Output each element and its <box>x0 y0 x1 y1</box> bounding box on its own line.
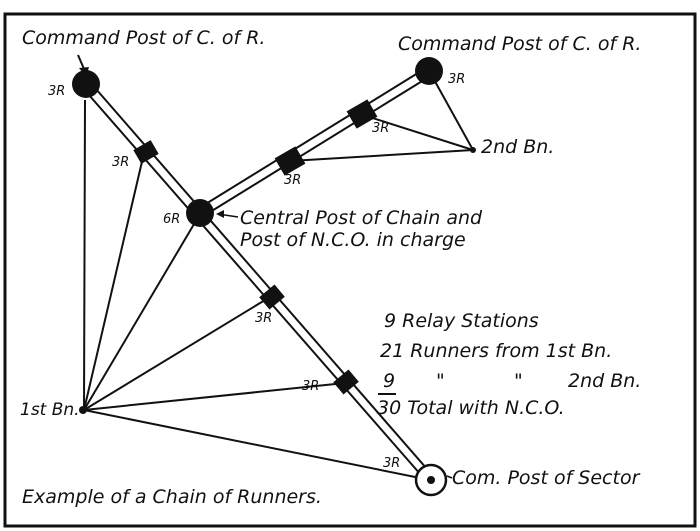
runner-mark-diag-1: 3R <box>255 311 272 326</box>
pointer-arrows <box>216 210 453 479</box>
central-post-label-line1: Central Post of Chain and <box>240 207 483 229</box>
summary-line-4: 30 Total with N.C.O. <box>377 397 565 419</box>
second-bn-label: 2nd Bn. <box>481 136 554 158</box>
com-post-sector-label: Com. Post of Sector <box>452 467 641 489</box>
first-bn-label: 1st Bn. <box>20 400 80 420</box>
runner-mark-cmd1: 3R <box>48 84 65 99</box>
summary-tally: 9 Relay Stations 21 Runners from 1st Bn.… <box>377 310 641 419</box>
runner-mark-right-2: 3R <box>284 173 301 188</box>
summary-line-2: 21 Runners from 1st Bn. <box>380 340 612 362</box>
summary-line-3-tail: 2nd Bn. <box>568 370 641 392</box>
command-post-1-node <box>72 70 100 98</box>
runner-mark-upper-left: 3R <box>112 155 129 170</box>
cmd-post-2-label: Command Post of C. of R. <box>398 33 641 55</box>
relay-station-diag-2 <box>333 369 359 395</box>
summary-line-3-number: 9 <box>383 370 395 392</box>
central-post-node <box>186 199 214 227</box>
command-post-2-node <box>415 57 443 85</box>
relay-station-upper-left <box>133 140 159 164</box>
summary-line-3-ditto-1: " <box>436 370 445 392</box>
diagram-caption: Example of a Chain of Runners. <box>22 486 322 508</box>
diagram-frame <box>3 12 697 528</box>
relay-station-right-lower <box>274 146 306 176</box>
runner-mark-cmd2: 3R <box>448 72 465 87</box>
thin-connection-lines <box>83 75 474 481</box>
second-bn-node <box>470 147 476 153</box>
runner-mark-diag-2: 3R <box>302 379 319 394</box>
runner-mark-right-1: 3R <box>372 121 389 136</box>
relay-station-diag-1 <box>259 284 285 310</box>
runner-mark-central: 6R <box>163 212 180 227</box>
summary-line-3-ditto-2: " <box>514 370 523 392</box>
runner-mark-sector: 3R <box>383 456 400 471</box>
first-bn-node <box>79 406 87 414</box>
central-post-label-line2: Post of N.C.O. in charge <box>240 229 466 251</box>
relay-station-right-upper <box>346 99 378 129</box>
summary-line-1: 9 Relay Stations <box>384 310 539 332</box>
com-post-sector-node <box>414 463 448 497</box>
cmd-post-1-label: Command Post of C. of R. <box>22 27 265 49</box>
